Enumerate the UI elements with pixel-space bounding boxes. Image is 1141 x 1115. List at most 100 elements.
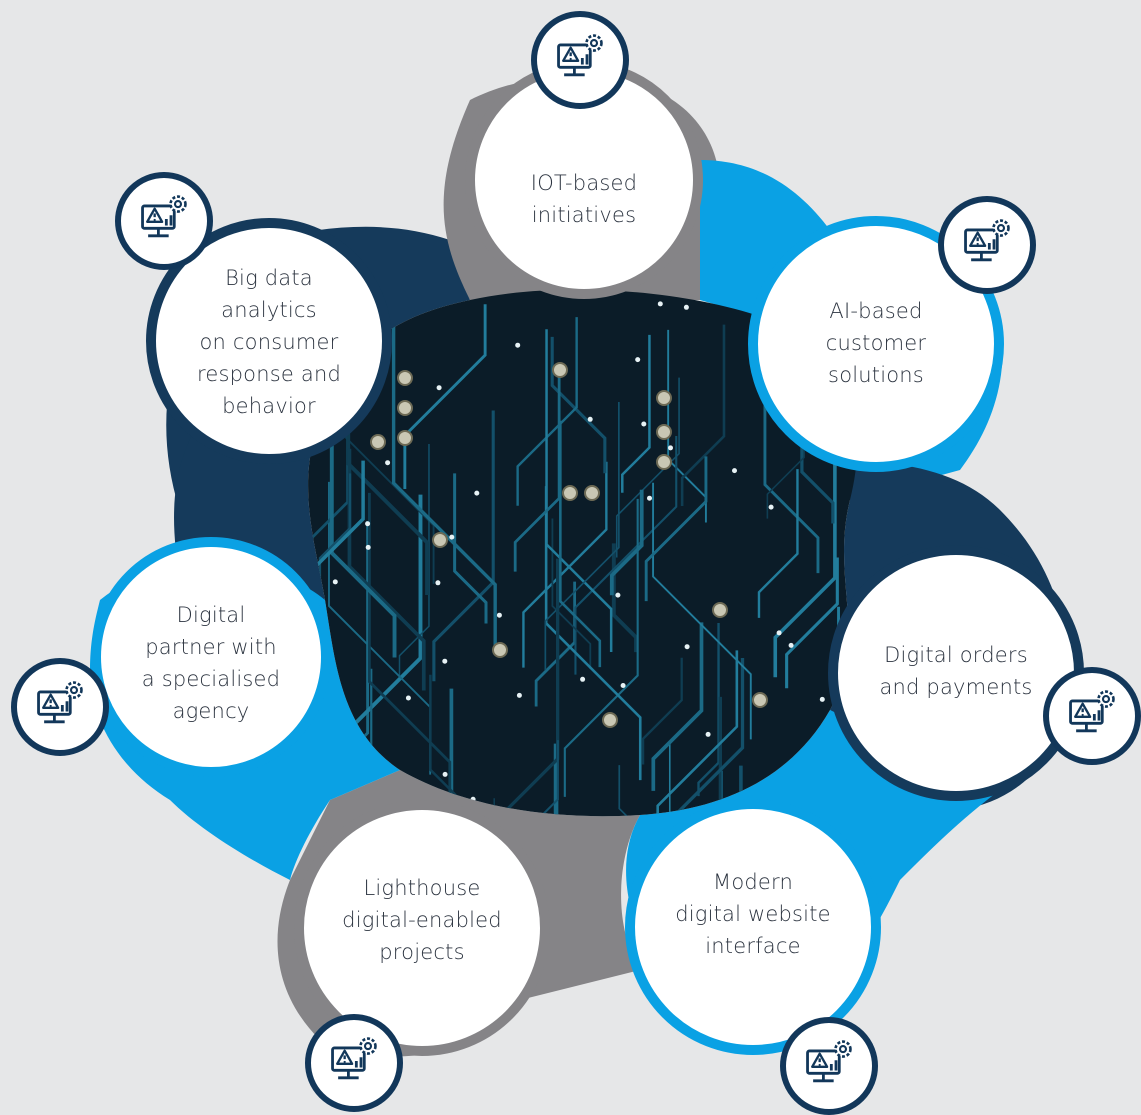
node-label-line: digital-enabled bbox=[342, 908, 502, 932]
circuit-via bbox=[405, 695, 411, 701]
circuit-via bbox=[641, 421, 647, 427]
circuit-trace bbox=[641, 657, 683, 765]
circuit-via bbox=[516, 692, 522, 698]
circuit-trace bbox=[563, 498, 639, 797]
node-label-line: Digital bbox=[177, 603, 246, 627]
monitor-alert-gear-icon bbox=[305, 1014, 403, 1112]
node-circle bbox=[625, 799, 881, 1055]
circuit-trace bbox=[551, 518, 592, 670]
circuit-via bbox=[776, 630, 782, 636]
monitor-alert-gear-icon bbox=[11, 658, 109, 756]
node-label-line: and payments bbox=[879, 675, 1032, 699]
circuit-trace bbox=[800, 427, 835, 524]
node-label-line: response and bbox=[197, 362, 341, 386]
circuit-trace bbox=[497, 740, 559, 817]
circuit-via bbox=[436, 385, 442, 391]
circuit-via bbox=[365, 544, 371, 550]
circuit-via bbox=[385, 460, 391, 466]
node-label-line: initiatives bbox=[532, 203, 636, 227]
circuit-via bbox=[442, 771, 448, 777]
circuit-via bbox=[515, 342, 521, 348]
circuit-trace bbox=[329, 423, 397, 658]
node-label-line: behavior bbox=[222, 394, 316, 418]
solder-pad bbox=[656, 454, 672, 470]
circuit-trace bbox=[544, 486, 642, 781]
circuit-via bbox=[819, 696, 825, 702]
circuit-via bbox=[788, 642, 794, 648]
circuit-trace bbox=[522, 461, 608, 668]
circuit-trace bbox=[429, 674, 526, 817]
circuit-via bbox=[635, 357, 641, 363]
circuit-trace bbox=[403, 304, 487, 490]
solder-pad bbox=[656, 390, 672, 406]
circuit-trace bbox=[453, 473, 488, 624]
circuit-trace bbox=[581, 742, 671, 817]
node-label-line: digital website bbox=[675, 902, 831, 926]
node-label-line: analytics bbox=[221, 298, 317, 322]
circuit-via bbox=[647, 495, 652, 501]
circuit-trace bbox=[618, 765, 665, 817]
monitor-alert-gear-icon bbox=[115, 172, 213, 270]
solder-pad bbox=[397, 370, 413, 386]
node-ai: AI-based customer solutions bbox=[748, 196, 1036, 472]
solder-pad bbox=[712, 602, 728, 618]
circuit-trace bbox=[680, 324, 726, 506]
node-circle bbox=[828, 545, 1084, 801]
circuit-trace bbox=[651, 622, 704, 791]
solder-pad bbox=[656, 424, 672, 440]
circuit-trace bbox=[785, 557, 839, 689]
circuit-trace bbox=[559, 420, 602, 668]
circuit-via bbox=[365, 521, 371, 527]
solder-pad bbox=[752, 692, 768, 708]
circuit-via bbox=[442, 658, 448, 664]
node-label-line: IOT-based bbox=[531, 171, 637, 195]
node-circle bbox=[146, 218, 392, 464]
node-circle bbox=[748, 216, 1004, 472]
circuit-trace bbox=[432, 410, 495, 682]
node-label-line: projects bbox=[379, 940, 464, 964]
node-label-line: Lighthouse bbox=[363, 876, 480, 900]
node-label-line: a specialised bbox=[142, 667, 280, 691]
circuit-trace bbox=[656, 650, 739, 817]
node-label-line: solutions bbox=[828, 363, 924, 387]
circuit-via bbox=[435, 580, 441, 586]
circuit-via bbox=[683, 304, 689, 310]
node-label-line: agency bbox=[173, 699, 250, 723]
circuit-trace bbox=[545, 329, 613, 653]
circuit-trace bbox=[398, 443, 430, 676]
node-label-line: on consumer bbox=[200, 330, 339, 354]
circuit-trace bbox=[574, 436, 678, 675]
circuit-via bbox=[768, 504, 774, 510]
circuit-via bbox=[496, 612, 502, 618]
circuit-via bbox=[732, 468, 737, 474]
circuit-trace bbox=[611, 543, 638, 653]
circuit-via bbox=[615, 592, 621, 598]
circuit-via bbox=[449, 534, 455, 540]
solder-pad bbox=[602, 712, 618, 728]
circuit-trace bbox=[550, 336, 607, 474]
circuit-trace bbox=[318, 473, 352, 579]
solder-pad bbox=[562, 485, 578, 501]
monitor-alert-gear-icon bbox=[531, 11, 629, 109]
node-label-line: AI-based bbox=[829, 299, 922, 323]
circuit-via bbox=[620, 683, 626, 688]
circuit-trace bbox=[609, 489, 644, 596]
node-label-line: Modern bbox=[713, 870, 793, 894]
monitor-alert-gear-icon bbox=[938, 196, 1036, 294]
node-iot: IOT-based initiatives bbox=[465, 11, 703, 299]
circuit-trace bbox=[449, 688, 553, 817]
circuit-via bbox=[657, 301, 663, 307]
node-circle bbox=[294, 800, 550, 1056]
circuit-via bbox=[668, 445, 673, 451]
circuit-trace bbox=[718, 696, 778, 817]
circuit-trace bbox=[615, 377, 680, 558]
node-label-line: customer bbox=[826, 331, 927, 355]
circuit-trace bbox=[652, 482, 752, 740]
circuit-via bbox=[705, 731, 711, 737]
monitor-alert-gear-icon bbox=[1043, 667, 1141, 765]
